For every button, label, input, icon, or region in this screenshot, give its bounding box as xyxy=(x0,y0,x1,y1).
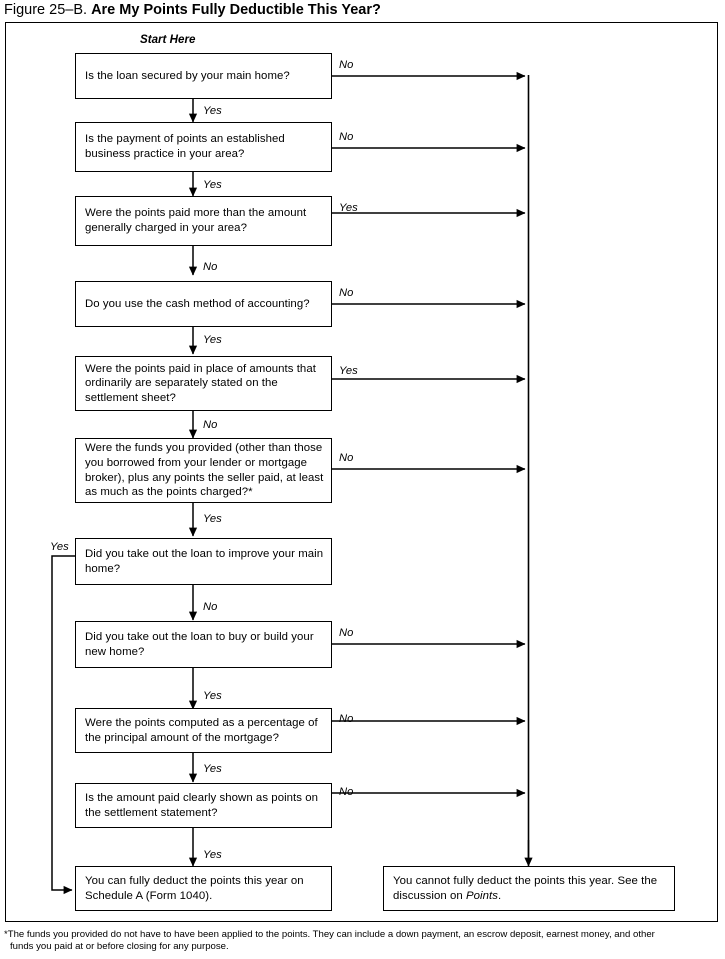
node-q7-text: Did you take out the loan to improve you… xyxy=(85,547,324,575)
edge-label-q3-yes: Yes xyxy=(339,202,358,214)
node-q6: Were the funds you provided (other than … xyxy=(75,438,332,503)
edge-label-q10-yes: Yes xyxy=(203,849,222,861)
edge-label-q5-yes: Yes xyxy=(339,365,358,377)
node-q4-text: Do you use the cash method of accounting… xyxy=(85,297,310,310)
node-q5-text: Were the points paid in place of amounts… xyxy=(85,362,316,404)
edge-label-q7-yes: Yes xyxy=(50,541,69,553)
node-outcome-deductible: You can fully deduct the points this yea… xyxy=(75,866,332,911)
figure-number: Figure 25–B. xyxy=(4,2,88,18)
edge-label-q9-yes: Yes xyxy=(203,763,222,775)
edge-label-q9-no: No xyxy=(339,713,354,725)
node-q1-text: Is the loan secured by your main home? xyxy=(85,69,290,82)
edge-label-q5-no: No xyxy=(203,419,218,431)
node-q7: Did you take out the loan to improve you… xyxy=(75,538,332,585)
node-q10: Is the amount paid clearly shown as poin… xyxy=(75,783,332,828)
node-outcome-not-deductible-text: You cannot fully deduct the points this … xyxy=(393,874,674,903)
edge-label-q4-no: No xyxy=(339,287,354,299)
node-q3-text: Were the points paid more than the amoun… xyxy=(85,207,307,234)
node-q4: Do you use the cash method of accounting… xyxy=(75,281,332,327)
edge-label-q3-no: No xyxy=(203,261,218,273)
node-q3: Were the points paid more than the amoun… xyxy=(75,196,332,246)
node-outcome-not-deductible: You cannot fully deduct the points this … xyxy=(383,866,675,911)
edge-label-q1-no: No xyxy=(339,59,354,71)
node-outcome-deductible-text: You can fully deduct the points this yea… xyxy=(85,874,304,902)
edge-label-q2-yes: Yes xyxy=(203,179,222,191)
node-q5: Were the points paid in place of amounts… xyxy=(75,356,332,411)
node-q2-text: Is the payment of points an established … xyxy=(85,133,285,160)
node-q9: Were the points computed as a percentage… xyxy=(75,708,332,753)
node-q8-text: Did you take out the loan to buy or buil… xyxy=(85,630,314,658)
node-q10-text: Is the amount paid clearly shown as poin… xyxy=(85,791,319,819)
footnote-line-2: funds you paid at or before closing for … xyxy=(10,940,229,952)
node-q2: Is the payment of points an established … xyxy=(75,122,332,172)
edge-label-q6-no: No xyxy=(339,452,354,464)
node-q1: Is the loan secured by your main home? xyxy=(75,53,332,99)
figure-question: Are My Points Fully Deductible This Year… xyxy=(91,2,381,18)
edge-label-q10-no: No xyxy=(339,786,354,798)
node-q8: Did you take out the loan to buy or buil… xyxy=(75,621,332,668)
edge-label-q4-yes: Yes xyxy=(203,334,222,346)
edge-label-q2-no: No xyxy=(339,131,354,143)
edge-label-q7-no: No xyxy=(203,601,218,613)
edge-label-q6-yes: Yes xyxy=(203,513,222,525)
node-q6-text: Were the funds you provided (other than … xyxy=(85,442,324,499)
outcome-text-part1: You cannot fully deduct the points this … xyxy=(393,874,658,902)
edge-label-q8-yes: Yes xyxy=(203,690,222,702)
edge-label-q8-no: No xyxy=(339,627,354,639)
footnote: *The funds you provided do not have to h… xyxy=(4,929,720,952)
outcome-text-part2: . xyxy=(497,889,502,902)
start-here-label: Start Here xyxy=(140,33,196,46)
edge-label-q1-yes: Yes xyxy=(203,105,222,117)
outcome-points-emphasis: Points xyxy=(465,889,498,902)
node-q9-text: Were the points computed as a percentage… xyxy=(85,716,318,744)
footnote-line-1: *The funds you provided do not have to h… xyxy=(4,929,655,940)
page-title: Figure 25–B. Are My Points Fully Deducti… xyxy=(4,2,381,18)
